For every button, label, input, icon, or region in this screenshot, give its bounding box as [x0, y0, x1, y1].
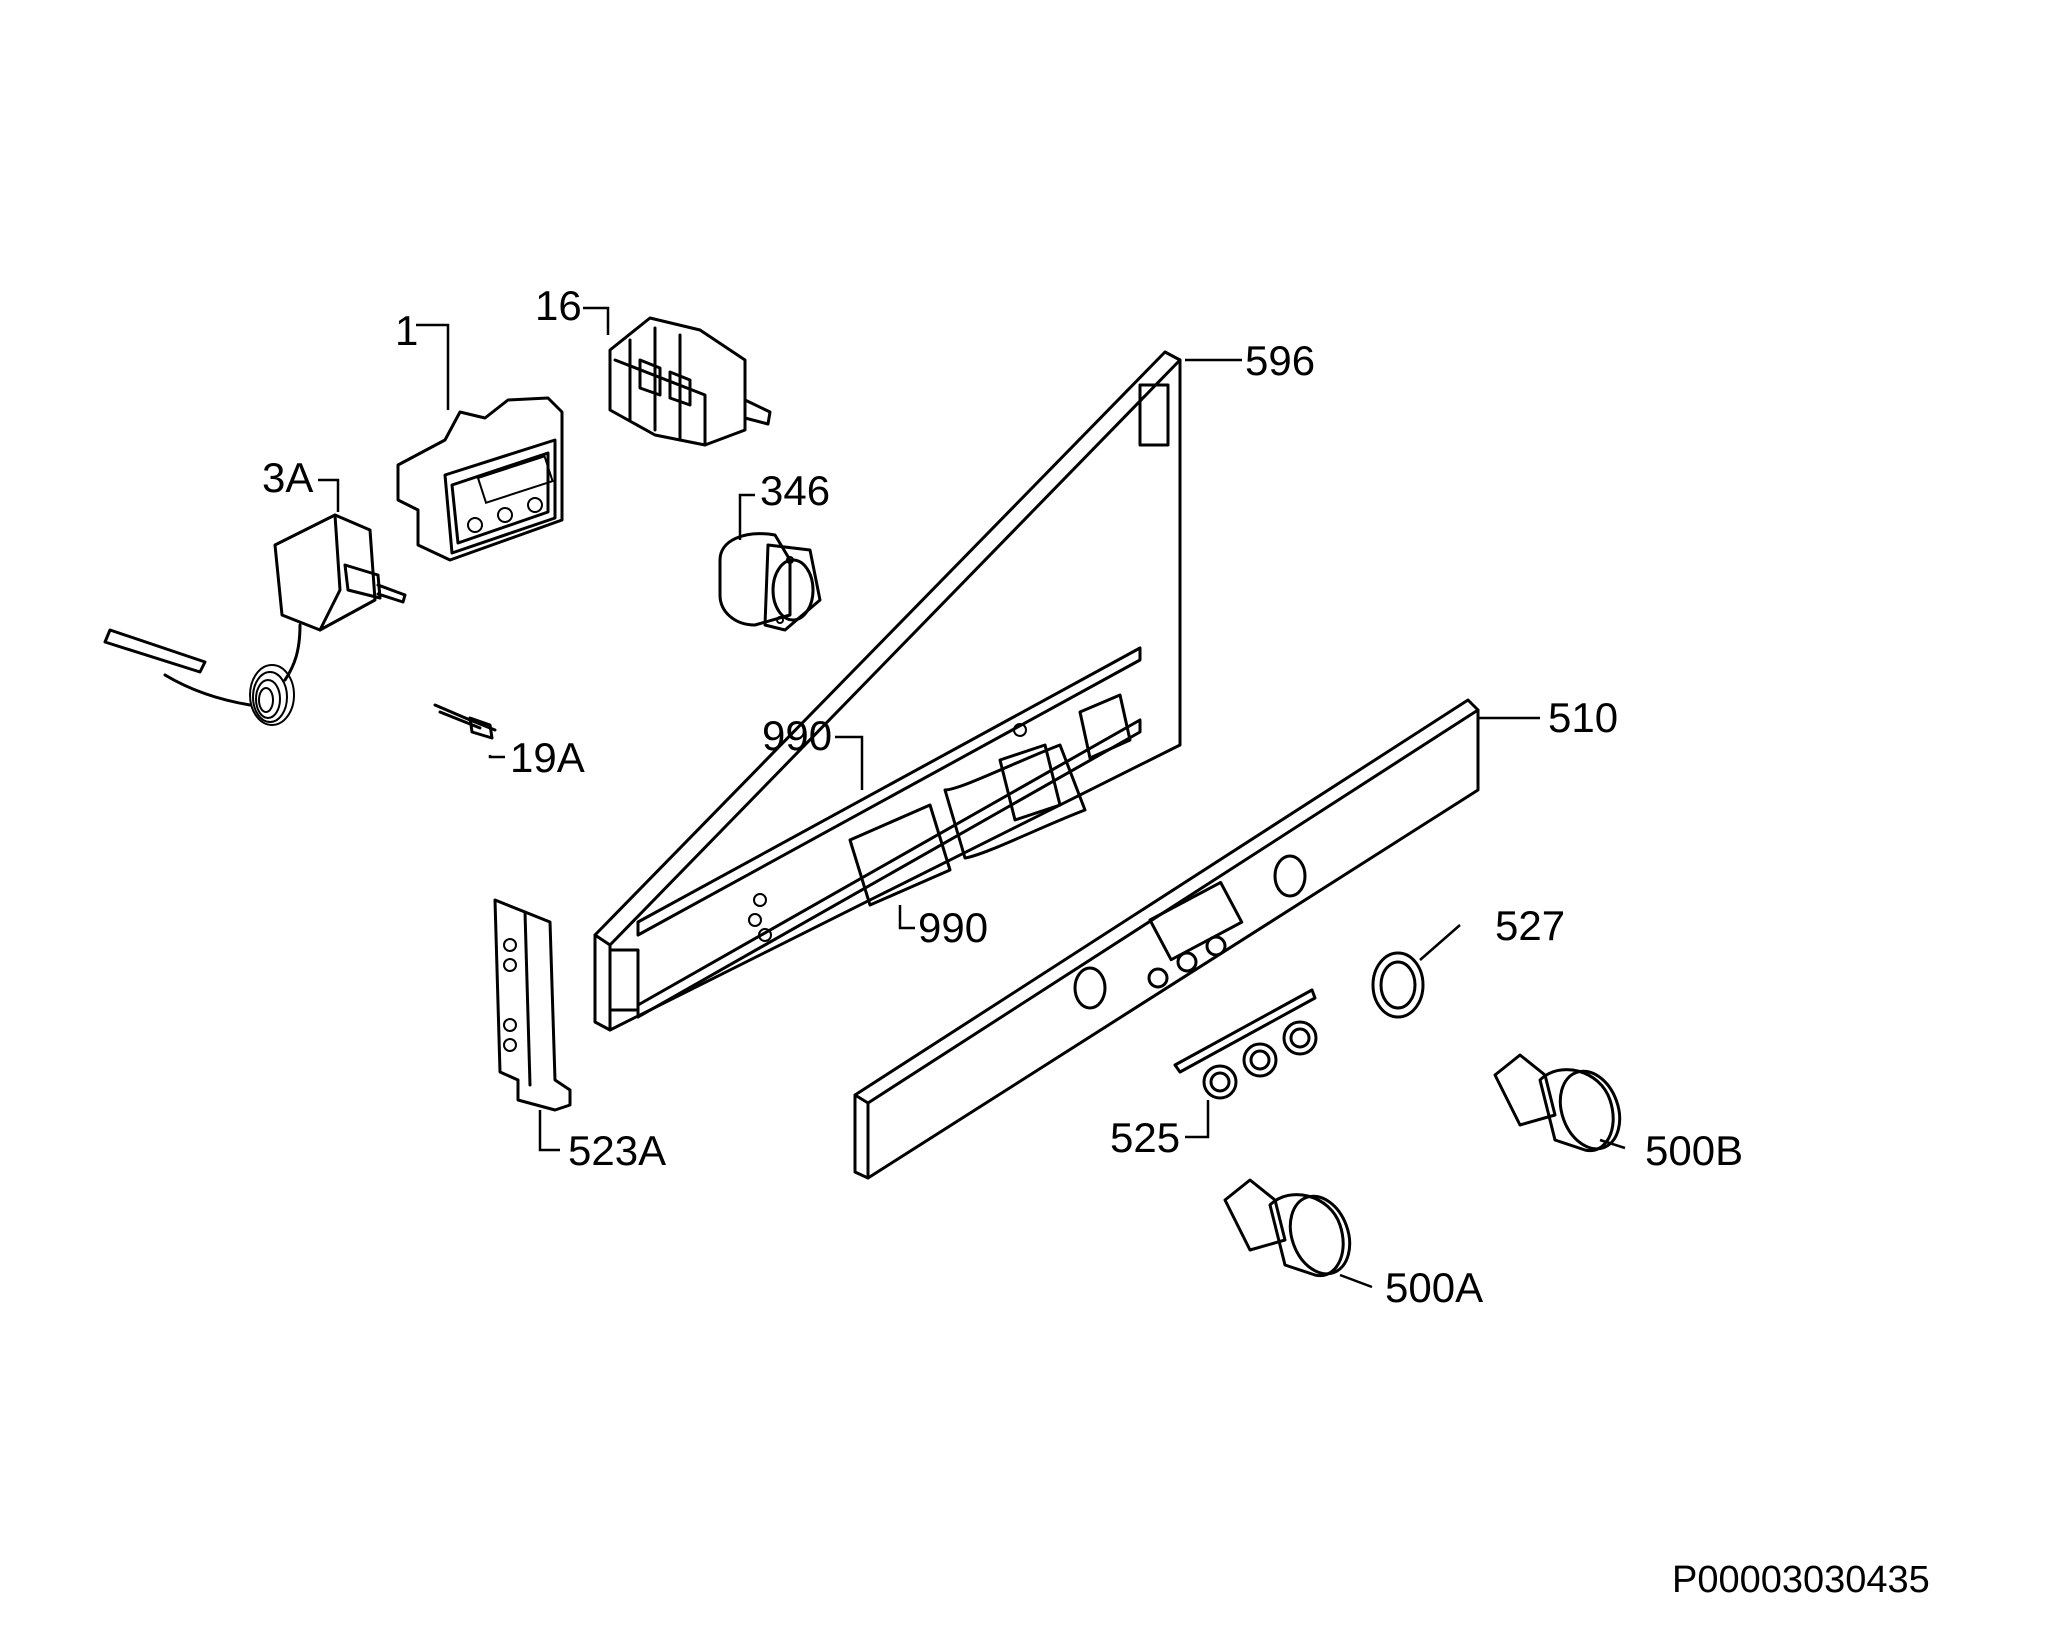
label-525: 525 — [1110, 1114, 1180, 1161]
push-buttons-part — [1173, 988, 1318, 1100]
control-knob-a-part — [1223, 1178, 1352, 1278]
label-16: 16 — [535, 282, 582, 329]
label-527: 527 — [1495, 902, 1565, 949]
knob-ring-part — [1371, 951, 1425, 1019]
label-990-upper: 990 — [762, 712, 832, 759]
label-500a: 500A — [1385, 1264, 1483, 1311]
label-19a: 19A — [510, 734, 585, 781]
thermostat-part — [103, 513, 407, 726]
label-523a: 523A — [568, 1127, 666, 1174]
label-596: 596 — [1245, 337, 1315, 384]
label-500b: 500B — [1645, 1127, 1743, 1174]
support-panel-part — [593, 350, 1182, 1032]
timer-module-part — [396, 396, 564, 562]
part-labels: 1 16 3A 346 596 19A 990 510 990 527 525 … — [262, 282, 1743, 1311]
indicator-lamp-part — [433, 703, 497, 740]
control-fascia-part — [853, 698, 1480, 1180]
bushing-part — [718, 532, 822, 632]
label-990-lower: 990 — [918, 904, 988, 951]
label-3a: 3A — [262, 454, 313, 501]
leader-lines — [318, 306, 1626, 1289]
document-id: P00003030435 — [1672, 1559, 1930, 1601]
bracket-part — [493, 898, 572, 1112]
control-knob-b-part — [1493, 1053, 1622, 1153]
selector-switch-part — [608, 316, 772, 447]
label-346: 346 — [760, 467, 830, 514]
label-510: 510 — [1548, 694, 1618, 741]
label-1: 1 — [395, 307, 418, 354]
